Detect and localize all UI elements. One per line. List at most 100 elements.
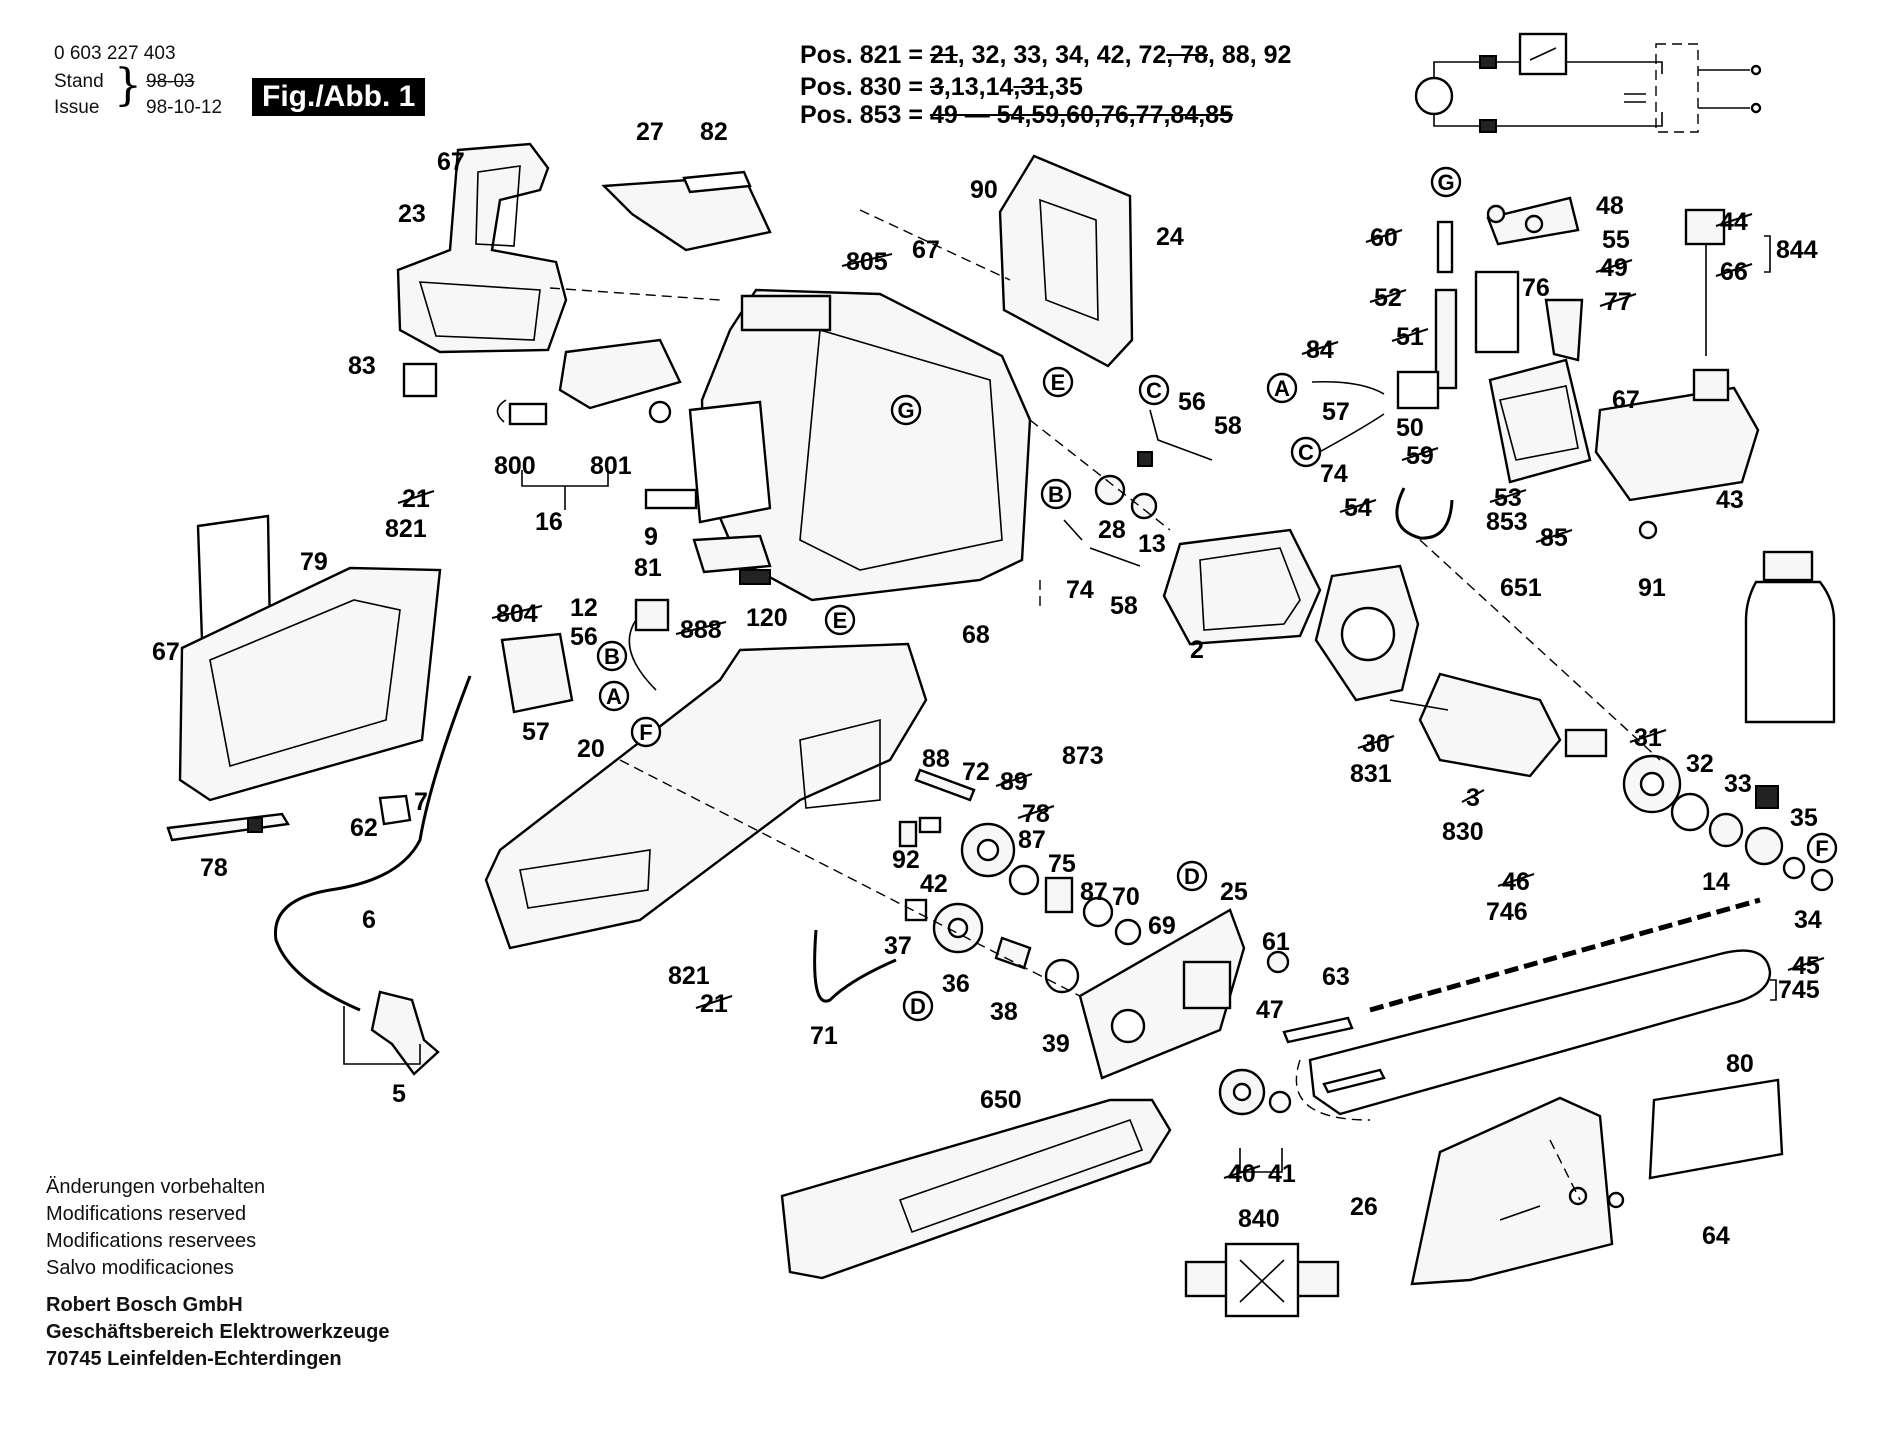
part-label-67c: 67 [152, 638, 180, 666]
position-line: Pos. 821 = 21, 32, 33, 34, 42, 72, 78, 8… [800, 40, 1291, 70]
position-item: , 88 [1207, 41, 1250, 69]
ref-marker-g: G [890, 394, 922, 426]
cable-loop [813, 929, 897, 1003]
stand-label: Stand [54, 71, 104, 92]
oil-tank [1594, 208, 1760, 540]
part-label-55: 55 [1602, 226, 1630, 254]
part-label-5: 5 [392, 1080, 406, 1108]
oil-pump-assembly [1311, 196, 1592, 540]
strike-mark [1391, 328, 1429, 342]
footer-notes: Änderungen vorbehalten Modifications res… [46, 1174, 389, 1373]
label-plate [1648, 1078, 1784, 1180]
terminal-point [1750, 102, 1762, 114]
position-item: ,35 [1048, 73, 1083, 101]
part-label-35: 35 [1790, 804, 1818, 832]
part-label-6: 6 [362, 906, 376, 934]
strike-mark [1715, 263, 1753, 277]
ref-marker-e: E [824, 604, 856, 636]
part-label-26: 26 [1350, 1193, 1378, 1221]
part-label-67b: 67 [912, 236, 940, 264]
note-line: Modifications reserved [46, 1203, 247, 1225]
svg-text:A: A [606, 684, 622, 709]
group-bracket [1764, 235, 1771, 273]
company-address: 70745 Leinfelden-Echterdingen [46, 1348, 342, 1370]
strike-mark [1369, 289, 1407, 303]
part-label-873: 873 [1062, 742, 1104, 770]
part-label-31: 31 [1634, 724, 1662, 752]
strike-mark [1599, 293, 1637, 307]
part-label-58b: 58 [1110, 592, 1138, 620]
position-item: , 42 [1082, 41, 1125, 69]
field-coil [1162, 528, 1322, 646]
note-line: Änderungen vorbehalten [46, 1176, 266, 1198]
ref-marker-f: F [1806, 832, 1838, 864]
schematic-component [1479, 119, 1497, 133]
part-label-83: 83 [348, 352, 376, 380]
label-plate [682, 170, 752, 194]
header-brace: } [114, 60, 142, 111]
note-line: Salvo modificaciones [46, 1257, 234, 1279]
strike-mark [1629, 729, 1667, 743]
label-plate [692, 534, 772, 574]
part-label-85: 85 [1540, 524, 1568, 552]
part-label-24: 24 [1156, 223, 1184, 251]
chain-sprocket [1218, 1068, 1292, 1173]
ref-marker-e: E [1042, 366, 1074, 398]
position-item: 49 — 54,59,60,76,77,84,85 [929, 101, 1233, 129]
strike-mark [695, 995, 733, 1009]
strike-mark [1339, 499, 1377, 513]
part-label-840: 840 [1238, 1205, 1280, 1233]
part-label-45: 45 [1792, 952, 1820, 980]
part-label-81: 81 [634, 554, 662, 582]
part-label-88: 88 [922, 745, 950, 773]
part-label-77: 77 [1604, 288, 1632, 316]
part-label-23: 23 [398, 200, 426, 228]
schematic-component [1479, 55, 1497, 69]
motor-symbol [1414, 76, 1454, 116]
strike-mark [1365, 229, 1403, 243]
part-label-61: 61 [1262, 928, 1290, 956]
position-item: , 33 [999, 41, 1042, 69]
part-label-804: 804 [496, 600, 538, 628]
part-label-87a: 87 [1018, 826, 1046, 854]
label-plate [739, 569, 771, 585]
ref-marker-b: B [596, 640, 628, 672]
part-label-60: 60 [1370, 224, 1398, 252]
cable-clamp [378, 794, 412, 826]
brush-holder [496, 338, 682, 426]
strike-mark [1301, 341, 1339, 355]
part-label-62: 62 [350, 814, 378, 842]
part-label-49: 49 [1600, 254, 1628, 282]
part-label-853: 853 [1486, 508, 1528, 536]
strike-mark [1357, 735, 1395, 749]
part-label-52: 52 [1374, 284, 1402, 312]
svg-text:D: D [1184, 864, 1200, 889]
ref-marker-f: F [630, 716, 662, 748]
position-item: ,13 [943, 73, 979, 101]
guard-cover [998, 154, 1134, 368]
part-label-14: 14 [1702, 868, 1730, 896]
part-label-58a: 58 [1214, 412, 1242, 440]
sprocket-detail [1184, 1242, 1340, 1318]
group-bracket [1770, 979, 1777, 1001]
part-label-745: 745 [1778, 976, 1820, 1004]
ref-marker-a: A [598, 680, 630, 712]
part-label-33: 33 [1724, 770, 1752, 798]
mains-plug [370, 990, 440, 1076]
wiring-schematic [1414, 32, 1762, 133]
part-label-78a: 78 [200, 854, 228, 882]
part-label-7: 7 [414, 788, 428, 816]
assembly-line [619, 759, 1081, 997]
position-item: ,31 [1013, 73, 1049, 101]
svg-text:B: B [604, 644, 620, 669]
part-label-89: 89 [1000, 768, 1028, 796]
assembly-line [549, 287, 721, 301]
part-label-746: 746 [1486, 898, 1528, 926]
svg-text:F: F [1815, 836, 1828, 861]
ref-marker-d: D [1176, 860, 1208, 892]
part-number: 0 603 227 403 [54, 43, 176, 64]
switch-contact [1529, 47, 1557, 61]
part-label-831: 831 [1350, 760, 1392, 788]
svg-text:G: G [1437, 170, 1454, 195]
